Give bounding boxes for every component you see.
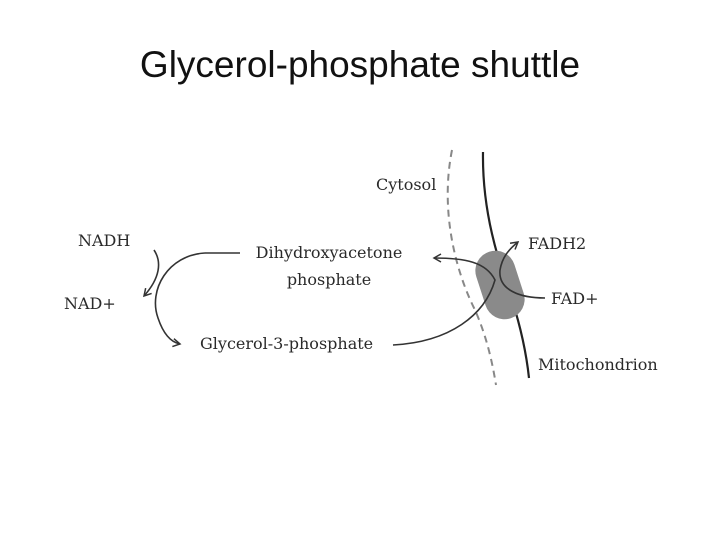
g3p-label: Glycerol-3-phosphate xyxy=(200,334,374,353)
dhap-label-line1: Dihydroxyacetone xyxy=(255,243,403,262)
cytosol-label: Cytosol xyxy=(376,175,437,194)
fad-reduction-arc xyxy=(499,241,546,299)
reduction-arc xyxy=(154,252,206,348)
nadh-label: NADH xyxy=(78,231,131,250)
fadh2-label: FADH2 xyxy=(528,234,587,253)
nad-plus-label: NAD+ xyxy=(64,294,116,313)
dhap-label-line2: phosphate xyxy=(286,270,372,289)
g3p-oxidation-arc xyxy=(392,253,496,346)
fad-plus-label: FAD+ xyxy=(551,289,599,308)
membrane-enzyme xyxy=(475,250,525,320)
page-title: Glycerol-phosphate shuttle xyxy=(139,44,581,85)
mitochondrion-label: Mitochondrion xyxy=(538,355,658,374)
nadh-to-nad-arc xyxy=(142,249,160,298)
